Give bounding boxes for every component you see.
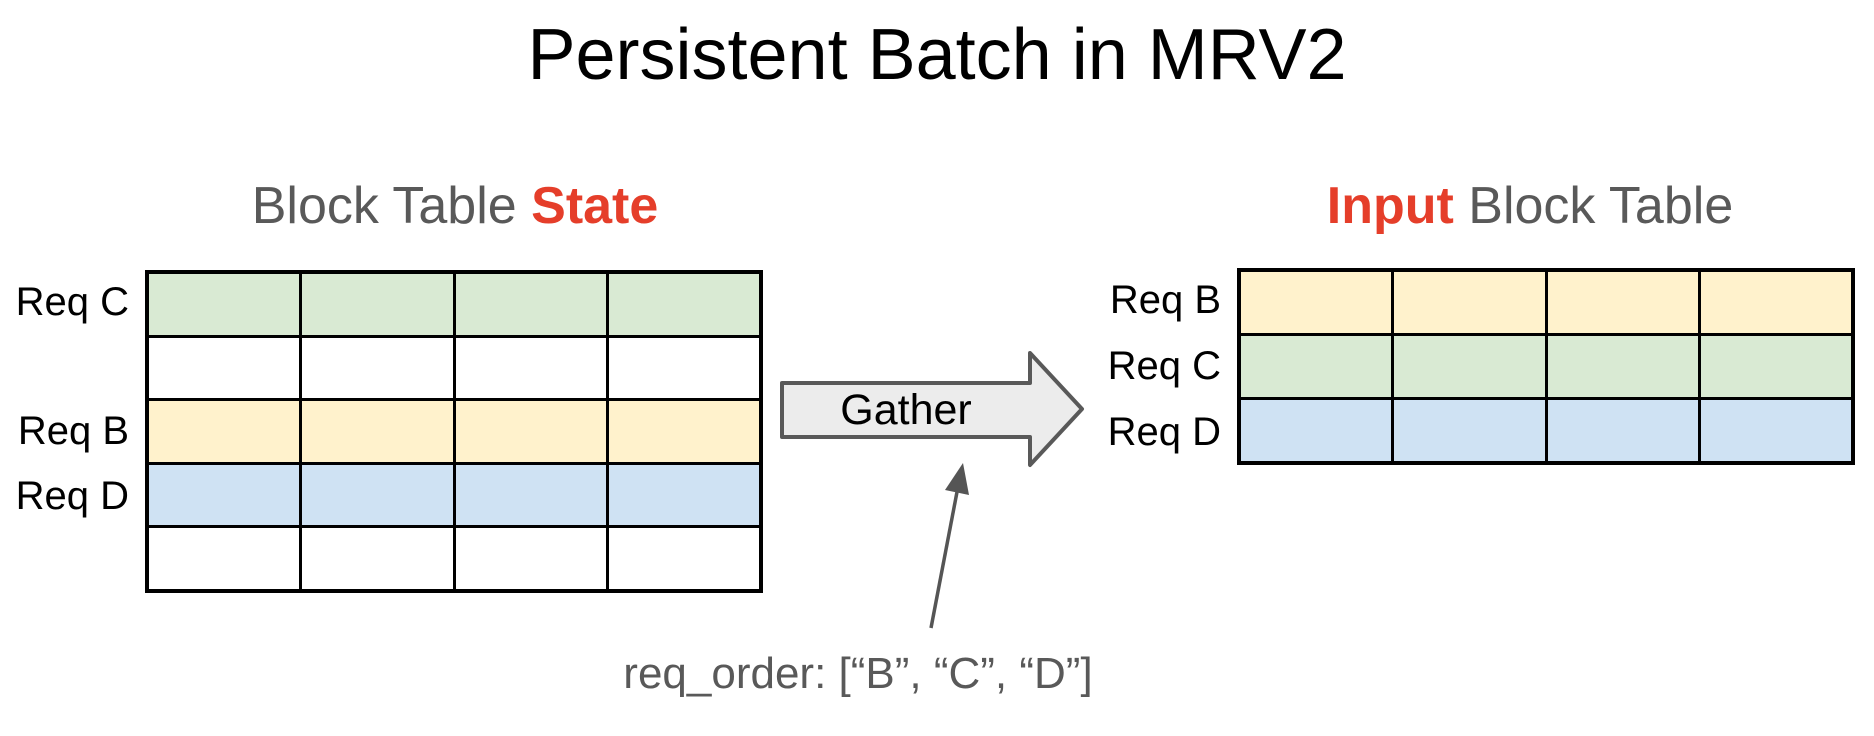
- block-cell: [1391, 336, 1545, 397]
- table-row: [1241, 397, 1851, 461]
- row-label: [0, 335, 129, 400]
- table-row: [1241, 272, 1851, 333]
- block-cell: [452, 464, 606, 526]
- state-block-table: Req C Req B Req D: [0, 270, 763, 593]
- row-label: Req B: [17, 408, 129, 453]
- block-cell: [1544, 336, 1698, 397]
- block-cell: [1544, 400, 1698, 461]
- block-cell: [149, 337, 300, 399]
- input-table-row-labels: Req B Req C Req D: [1092, 268, 1237, 465]
- state-table-heading-prefix: Block Table: [251, 177, 532, 235]
- block-cell: [149, 464, 300, 526]
- block-cell: [299, 464, 453, 526]
- row-label: Req D: [1107, 409, 1221, 454]
- block-cell: [605, 337, 759, 399]
- block-cell: [1697, 272, 1851, 333]
- block-cell: [1391, 272, 1545, 333]
- state-table-row-labels: Req C Req B Req D: [0, 270, 145, 593]
- table-row: [149, 334, 759, 399]
- block-cell: [452, 528, 606, 589]
- state-table-grid: [145, 270, 763, 593]
- block-cell: [605, 464, 759, 526]
- block-cell: [605, 528, 759, 589]
- block-cell: [1241, 400, 1392, 461]
- input-table-heading-emphasis: Input: [1326, 177, 1454, 235]
- block-cell: [149, 274, 300, 335]
- state-table-heading-emphasis: State: [531, 177, 659, 235]
- table-row: [149, 461, 759, 526]
- block-cell: [149, 401, 300, 462]
- block-cell: [299, 528, 453, 589]
- slide-title: Persistent Batch in MRV2: [527, 15, 1347, 95]
- block-cell: [1697, 336, 1851, 397]
- input-block-table: Req B Req C Req D: [1092, 268, 1855, 465]
- input-table-heading: Input Block Table: [1220, 180, 1840, 232]
- row-label: Req D: [15, 473, 129, 518]
- row-label: Req B: [1109, 278, 1221, 323]
- block-cell: [1697, 400, 1851, 461]
- row-label: [0, 528, 129, 593]
- row-label: Req C: [15, 279, 129, 324]
- block-cell: [605, 274, 759, 335]
- table-row: [1241, 333, 1851, 397]
- input-table-grid: [1237, 268, 1855, 465]
- block-cell: [1544, 272, 1698, 333]
- block-cell: [299, 401, 453, 462]
- input-table-heading-suffix: Block Table: [1453, 177, 1734, 235]
- block-cell: [1241, 272, 1392, 333]
- block-cell: [452, 401, 606, 462]
- block-cell: [299, 274, 453, 335]
- block-cell: [149, 528, 300, 589]
- block-cell: [605, 401, 759, 462]
- block-cell: [299, 337, 453, 399]
- block-cell: [1241, 336, 1392, 397]
- state-table-heading: Block Table State: [145, 180, 765, 232]
- row-label: Req C: [1107, 344, 1221, 388]
- table-row: [149, 525, 759, 589]
- block-cell: [1391, 400, 1545, 461]
- block-cell: [452, 337, 606, 399]
- block-cell: [452, 274, 606, 335]
- table-row: [149, 398, 759, 462]
- req-order-annotation: req_order: [“B”, “C”, “D”]: [623, 649, 1093, 698]
- annotation-arrow-line: [929, 491, 959, 629]
- annotation-arrow-head-icon: [945, 463, 969, 495]
- table-row: [149, 274, 759, 335]
- gather-arrow-label: Gather: [840, 385, 972, 434]
